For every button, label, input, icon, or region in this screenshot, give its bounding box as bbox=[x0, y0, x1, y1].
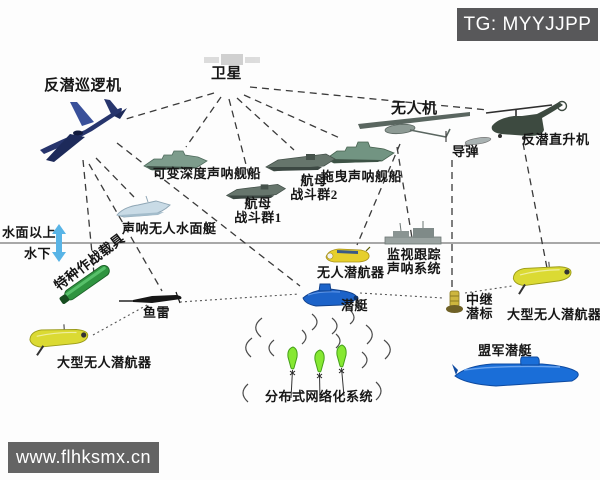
label-relay-buoy-line1: 中继 bbox=[466, 292, 494, 307]
link-uav-sonar-platform bbox=[396, 146, 413, 239]
link-large-uuv-torpedo bbox=[92, 304, 148, 336]
label-carrier-group-1-line1: 航母 bbox=[244, 196, 272, 211]
label-uuv: 无人潜航器 bbox=[317, 265, 385, 280]
sonar-arc bbox=[365, 324, 373, 345]
link-torpedo-submarine bbox=[179, 293, 300, 303]
link-uav-uuv bbox=[356, 143, 401, 246]
label-carrier-group-2: 航母 战斗群2 bbox=[285, 174, 343, 202]
label-relay-buoy-line2: 潜标 bbox=[466, 306, 494, 321]
sonar-arc bbox=[268, 339, 275, 357]
label-uav: 无人机 bbox=[391, 101, 438, 117]
label-submarine: 潜艇 bbox=[341, 298, 369, 313]
label-asw-helicopter: 反潜直升机 bbox=[522, 132, 590, 147]
sonobuoy-icon bbox=[287, 346, 298, 399]
link-satellite-towed-ship bbox=[243, 94, 343, 140]
submarine-icon bbox=[302, 283, 359, 307]
sonar-arc bbox=[349, 309, 355, 325]
link-aircraft-usv bbox=[95, 157, 135, 198]
dotted-links bbox=[92, 285, 513, 336]
sonar-arc bbox=[361, 351, 368, 369]
aircraft-carrier-icon bbox=[225, 184, 287, 200]
aircraft-carrier-icon bbox=[265, 153, 336, 172]
sonar-arc bbox=[311, 313, 318, 331]
sonar-arc bbox=[383, 339, 391, 360]
website-watermark: www.flhksmx.cn bbox=[8, 442, 159, 473]
yellow-uuv-icon bbox=[325, 246, 371, 263]
depth-arrow-icon bbox=[52, 224, 66, 262]
label-satellite: 卫星 bbox=[211, 66, 243, 82]
helicopter-icon bbox=[485, 100, 568, 140]
label-allied-submarine: 盟军潜艇 bbox=[478, 343, 533, 358]
label-surveillance-line1: 监视跟踪 bbox=[387, 247, 442, 262]
label-carrier-group-1: 航母 战斗群1 bbox=[229, 197, 287, 225]
label-sonar-usv: 声呐无人水面艇 bbox=[122, 221, 217, 236]
patrol-aircraft-icon bbox=[40, 99, 127, 162]
label-missile: 导弹 bbox=[452, 144, 480, 159]
sonar-arc bbox=[242, 383, 249, 403]
label-vds-sonar-ship: 可变深度声呐舰船 bbox=[153, 166, 262, 181]
link-aircraft-torpedo bbox=[88, 163, 163, 292]
green-vehicle-icon bbox=[59, 264, 110, 304]
satellite-icon bbox=[204, 54, 260, 65]
large-uuv-icon bbox=[512, 261, 572, 295]
label-carrier-group-1-line2: 战斗群1 bbox=[234, 210, 282, 225]
sonobuoy-icon bbox=[336, 344, 347, 397]
label-carrier-group-2-line1: 航母 bbox=[300, 173, 328, 188]
label-large-uuv-left: 大型无人潜航器 bbox=[57, 355, 152, 370]
warship-icon bbox=[325, 141, 395, 164]
sonobuoy-icon bbox=[314, 349, 325, 402]
satellite-panel bbox=[204, 57, 219, 63]
torpedo-icon bbox=[119, 291, 182, 304]
sonar-arc bbox=[245, 337, 253, 358]
sonobuoy-field-icon bbox=[287, 344, 347, 402]
telegram-watermark: TG: MYYJJPP bbox=[457, 8, 598, 41]
label-torpedo: 鱼雷 bbox=[143, 305, 171, 320]
warship-icon bbox=[143, 150, 208, 171]
label-towed-sonar-ship: 拖曳声呐舰船 bbox=[321, 169, 403, 184]
label-asw-patrol-aircraft: 反潜巡逻机 bbox=[44, 78, 122, 94]
label-below-water: 水下 bbox=[24, 246, 52, 261]
missile-icon bbox=[461, 137, 492, 147]
large-uuv-icon bbox=[29, 324, 89, 356]
link-satellite-carrier2 bbox=[236, 97, 295, 151]
satellite-panel bbox=[245, 57, 260, 63]
sonar-arc bbox=[375, 381, 382, 401]
label-large-uuv-right: 大型无人潜航器 bbox=[507, 307, 600, 322]
satellite-body bbox=[221, 54, 243, 65]
label-surveillance-sonar-system: 监视跟踪 声呐系统 bbox=[387, 248, 447, 276]
label-carrier-group-2-line2: 战斗群2 bbox=[290, 187, 338, 202]
label-above-water: 水面以上 bbox=[2, 225, 57, 240]
sonar-arc bbox=[331, 317, 338, 335]
surface-vessel-icon bbox=[116, 195, 171, 218]
link-helicopter-large-uuv bbox=[522, 142, 548, 269]
uav-icon bbox=[358, 112, 470, 142]
link-satellite-helicopter bbox=[249, 86, 489, 111]
relay-buoy-icon bbox=[446, 290, 463, 313]
sonar-arc bbox=[255, 317, 263, 338]
link-satellite-vds-ship bbox=[185, 96, 222, 148]
sonar-arc bbox=[335, 333, 341, 349]
sonar-platform-icon bbox=[384, 221, 442, 245]
label-relay-buoy: 中继 潜标 bbox=[466, 293, 498, 321]
link-submarine-relay-buoy bbox=[359, 292, 444, 299]
allied-submarine-icon bbox=[452, 356, 579, 387]
label-distributed-network-system: 分布式网络化系统 bbox=[265, 389, 374, 404]
sound-wave-arcs bbox=[242, 309, 391, 403]
link-satellite-carrier1 bbox=[228, 98, 251, 181]
link-satellite-aircraft bbox=[125, 92, 215, 120]
sonar-arc bbox=[301, 329, 307, 345]
label-surveillance-line2: 声呐系统 bbox=[387, 261, 442, 276]
